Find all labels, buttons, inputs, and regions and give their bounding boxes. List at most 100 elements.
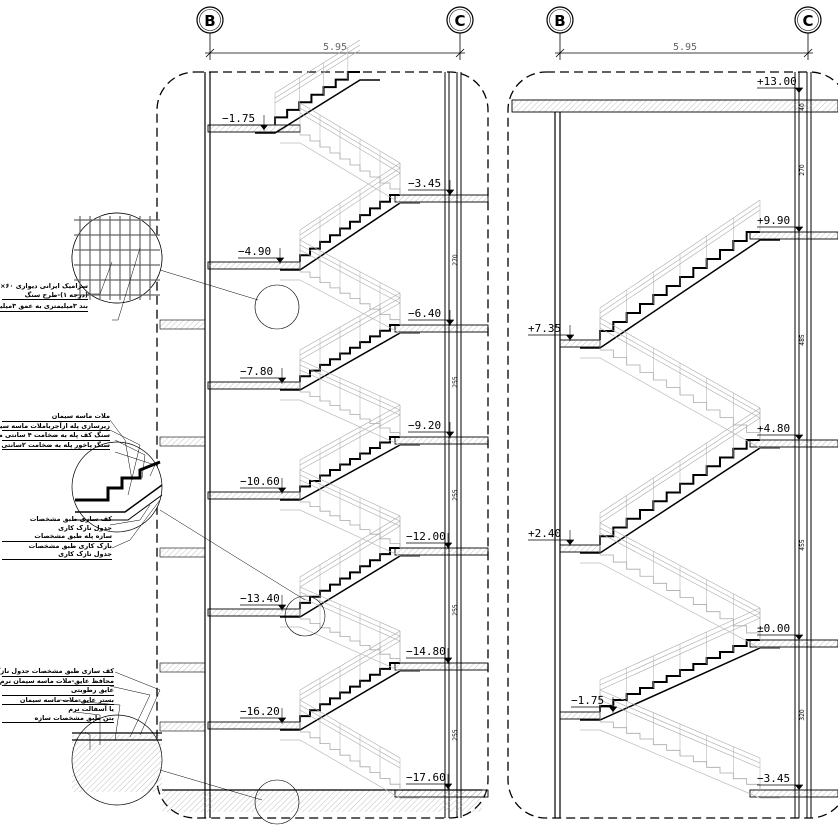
stair-soffit (280, 279, 420, 334)
level-label: ±0.00 (757, 622, 790, 635)
floor-slab (394, 324, 489, 333)
note-line: بند ۳میلیمتری به عمق ۳میلیمتر (0, 302, 88, 312)
svg-text:B: B (554, 12, 565, 30)
right-section-frame (507, 71, 838, 819)
stair-soffit (280, 509, 420, 557)
note-line: بتن طبق مشخصات سازه (2, 714, 114, 723)
note-line: عایق رطوبتی (2, 686, 114, 696)
stair-flight-section (274, 71, 360, 125)
handrail (299, 244, 401, 299)
stair-detail-notes-bottom: کف سازی طبق مشخصات جدول نازک کاری سازه پ… (2, 515, 112, 560)
grid-axis-b-right: B (546, 6, 574, 34)
floor-slab (749, 439, 838, 448)
note-line: کف سازی طبق مشخصات (29, 515, 112, 523)
note-line: محافظ عایق-ملات ماسه سیمان نرم (0, 676, 114, 686)
floor-layers-notes: کف سازی طبق مشخصات جدول نازک کاری محافظ … (0, 667, 114, 723)
note-line: یا آسفالت نرم (68, 705, 114, 713)
handrail (299, 699, 401, 759)
landing-slab (207, 261, 301, 270)
handrail (299, 635, 401, 696)
handrail (274, 39, 361, 94)
level-label: −1.75 (571, 694, 604, 707)
level-label: −7.80 (240, 365, 273, 378)
handrail (299, 596, 401, 642)
floor-slab (749, 639, 838, 648)
handrail (299, 704, 401, 764)
handrail (299, 630, 401, 691)
handrail (299, 709, 401, 769)
handrail (299, 292, 401, 351)
handrail (299, 640, 401, 701)
detail-callout-circle (254, 779, 300, 825)
landing-slab (559, 544, 601, 553)
landing-slab (207, 491, 301, 500)
stair-soffit (280, 626, 420, 672)
level-label: −3.45 (408, 177, 441, 190)
stair-soffit (255, 79, 380, 134)
svg-text:C: C (802, 12, 813, 30)
vertical-dimension: 455 (799, 539, 806, 551)
wall-slab-stub (159, 319, 206, 330)
handrail (299, 591, 401, 637)
floor-layers-detail-circle (71, 714, 263, 806)
note-line: سازه پله طبق مشخصات (2, 532, 112, 542)
roof-slab (511, 99, 838, 113)
vertical-dimension: 255 (452, 729, 459, 741)
note-line: بستر عایق-ملات ماسه سیمان (2, 696, 114, 705)
handrail (299, 172, 401, 241)
span-dimension-left: 5.95 (205, 33, 465, 60)
handrail (299, 479, 401, 527)
floor-slab (394, 789, 489, 798)
level-label: +4.80 (757, 422, 790, 435)
wall-slab-stub (159, 662, 206, 673)
handrail (299, 249, 401, 304)
level-label: +7.35 (528, 322, 561, 335)
level-label: −1.75 (222, 112, 255, 125)
landing-slab (559, 711, 601, 720)
note-line: ملات ماسه سیمان (2, 412, 110, 422)
level-label: +13.00 (757, 75, 797, 88)
handrail (299, 302, 401, 361)
handrail (299, 162, 401, 231)
handrail (299, 474, 401, 522)
landing-slab (207, 381, 301, 390)
stair-flight-elevation (300, 134, 401, 195)
wall-slab-stub (159, 436, 206, 447)
wall-slab-stub (159, 547, 206, 558)
level-label: −4.90 (238, 245, 271, 258)
handrail (299, 112, 401, 174)
handrail (299, 414, 401, 471)
level-label: −3.45 (757, 772, 790, 785)
vertical-dimension: 270 (452, 254, 459, 266)
grid-axis-c-left: C (446, 6, 474, 34)
note-line: جدول نازک کاری (2, 550, 112, 560)
handrail (299, 107, 401, 169)
handrail (299, 469, 401, 517)
note-line: سرامیک ایرانی دیواری ۶۰×۲۰ (0, 282, 88, 290)
level-label: −10.60 (240, 475, 280, 488)
wall-tile-notes: سرامیک ایرانی دیواری ۶۰×۲۰ (درجه ۱)-طرح … (0, 282, 88, 312)
svg-text:5.95: 5.95 (673, 42, 697, 53)
stair-flight-section (299, 324, 400, 382)
vertical-dimension: 270 (799, 164, 806, 176)
handrail (299, 359, 401, 406)
handrail (299, 369, 401, 416)
vertical-dimension: 255 (452, 376, 459, 388)
landing-slab (559, 339, 601, 348)
stair-flight-section (299, 194, 400, 262)
handrail (299, 586, 401, 632)
stair-soffit (580, 562, 780, 649)
stair-flight-elevation (300, 271, 401, 325)
vertical-dimension: 40 (799, 103, 806, 111)
stair-soffit (580, 239, 780, 349)
svg-text:5.95: 5.95 (323, 42, 347, 53)
stair-flight-elevation (300, 618, 401, 663)
handrail (299, 409, 401, 466)
stair-flight-elevation (300, 391, 401, 437)
landing-slab (207, 721, 301, 730)
note-line: نازک کاری طبق مشخصات (28, 541, 112, 550)
left-section-frame (156, 71, 489, 819)
span-dimension-right: 5.95 (555, 33, 813, 60)
svg-text:B: B (204, 12, 215, 30)
wall-tile-detail-circle (71, 212, 259, 304)
